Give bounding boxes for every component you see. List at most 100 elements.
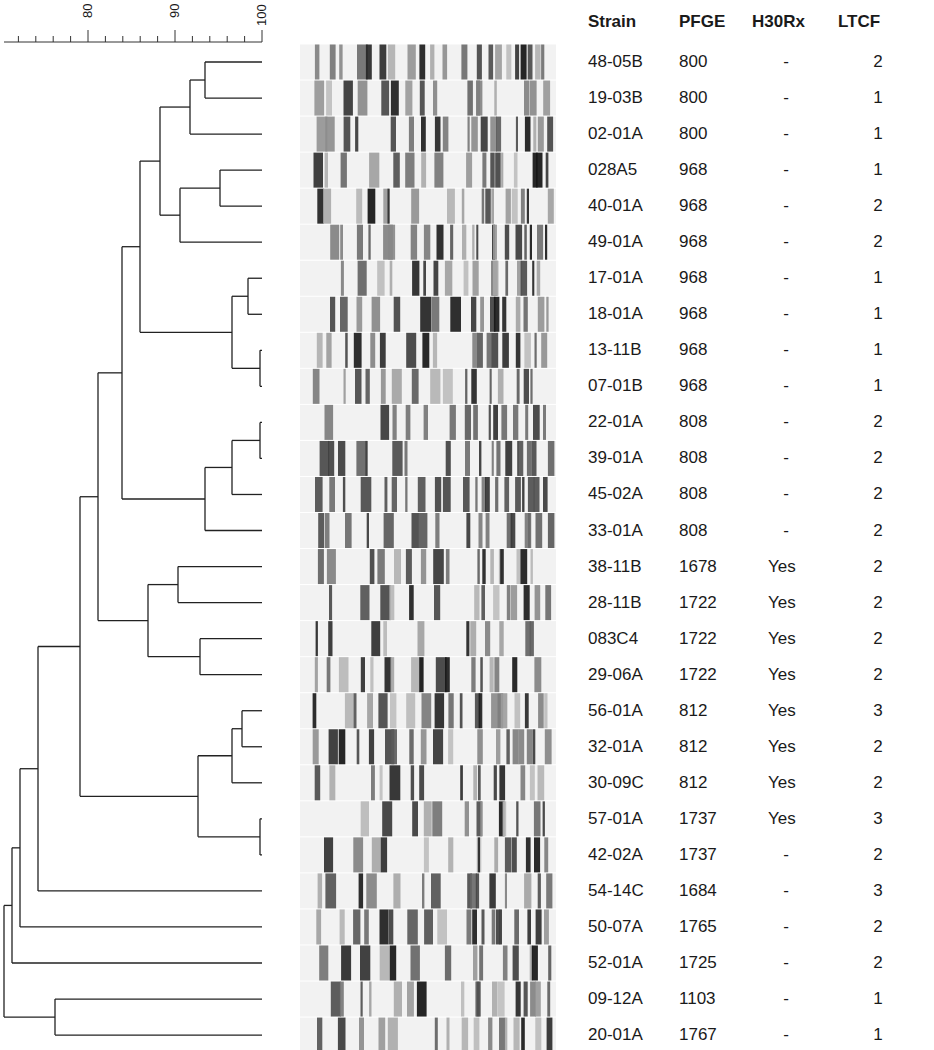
h30rx-status: - [783,88,789,108]
pfge-type: 968 [679,340,707,360]
strain-id: 13-11B [588,340,642,360]
ltcf-number: 2 [873,593,882,613]
ltcf-number: 1 [873,1025,882,1045]
pfge-type: 1765 [679,917,717,937]
h30rx-status: - [783,196,789,216]
h30rx-status: - [783,124,789,144]
strain-id: 02-01A [588,124,643,144]
h30rx-status: - [783,232,789,252]
ltcf-number: 3 [873,701,882,721]
h30rx-status: - [783,484,789,504]
h30rx-status: - [783,881,789,901]
h30rx-status: Yes [768,773,796,793]
h30rx-status: Yes [768,665,796,685]
ltcf-number: 1 [873,989,882,1009]
pfge-type: 1737 [679,809,717,829]
similarity-axis [4,30,262,42]
pfge-type: 808 [679,484,707,504]
pfge-type: 1767 [679,1025,717,1045]
ltcf-number: 2 [873,521,882,541]
strain-id: 33-01A [588,521,643,541]
pfge-type: 968 [679,304,707,324]
h30rx-status: - [783,917,789,937]
pfge-type: 812 [679,773,707,793]
axis-tick-label: 80 [81,4,95,18]
h30rx-status: - [783,160,789,180]
pfge-type: 968 [679,376,707,396]
h30rx-status: - [783,268,789,288]
pfge-header: PFGE [679,12,725,32]
ltcf-number: 2 [873,845,882,865]
pfge-type: 968 [679,268,707,288]
pfge-type: 1103 [679,989,716,1009]
h30rx-status: - [783,845,789,865]
ltcf-number: 1 [873,340,882,360]
ltcf-number: 2 [873,917,882,937]
strain-id: 19-03B [588,88,643,108]
pfge-type: 800 [679,88,707,108]
pfge-type: 812 [679,737,707,757]
strain-id: 17-01A [588,268,643,288]
ltcf-number: 1 [873,124,882,144]
strain-id: 40-01A [588,196,643,216]
pfge-type: 1737 [679,845,717,865]
h30rx-status: Yes [768,629,796,649]
strain-id: 18-01A [588,304,643,324]
strain-id: 45-02A [588,484,643,504]
strain-id: 52-01A [588,953,643,973]
h30rx-status: - [783,52,789,72]
strain-id: 38-11B [588,557,642,577]
h30rx-status: Yes [768,701,796,721]
ltcf-number: 1 [873,160,882,180]
pfge-type: 1722 [679,593,717,613]
ltcf-number: 2 [873,484,882,504]
strain-id: 28-11B [588,593,642,613]
axis-tick-label: 90 [168,4,182,18]
h30rx-status: - [783,412,789,432]
h30rx-status: Yes [768,737,796,757]
strain-id: 22-01A [588,412,643,432]
ltcf-number: 1 [873,88,882,108]
h30rx-status: Yes [768,557,796,577]
pfge-type: 1722 [679,629,717,649]
pfge-type: 812 [679,701,707,721]
pfge-type: 1684 [679,881,717,901]
strain-id: 50-07A [588,917,643,937]
pfge-type: 800 [679,52,707,72]
axis-tick-label: 100 [255,4,269,26]
dendrogram [4,62,262,1035]
strain-id: 028A5 [588,160,637,180]
pfge-type: 808 [679,412,707,432]
h30rx-status: Yes [768,809,796,829]
h30rx-status: - [783,953,789,973]
strain-id: 20-01A [588,1025,643,1045]
h30rx-status: - [783,376,789,396]
ltcf-number: 2 [873,737,882,757]
strain-id: 30-09C [588,773,644,793]
h30rx-status: - [783,1025,789,1045]
ltcf-number: 1 [873,304,882,324]
ltcf-number: 2 [873,953,882,973]
ltcf-number: 1 [873,268,882,288]
strain-id: 32-01A [588,737,643,757]
ltcf-number: 2 [873,773,882,793]
ltcf-number: 2 [873,196,882,216]
pfge-type: 968 [679,196,707,216]
pfge-type: 800 [679,124,707,144]
ltcf-number: 2 [873,629,882,649]
strain-id: 48-05B [588,52,643,72]
h30rx-status: - [783,521,789,541]
pfge-type: 1725 [679,953,717,973]
strain-id: 07-01B [588,376,643,396]
ltcf-number: 2 [873,52,882,72]
strain-id: 083C4 [588,629,638,649]
strain-id: 39-01A [588,448,643,468]
h30rx-status: - [783,989,789,1009]
strain-header: Strain [588,12,636,32]
h30rx-header: H30Rx [752,12,805,32]
pfge-type: 968 [679,160,707,180]
ltcf-number: 2 [873,557,882,577]
strain-id: 42-02A [588,845,643,865]
ltcf-number: 1 [873,376,882,396]
ltcf-number: 2 [873,448,882,468]
